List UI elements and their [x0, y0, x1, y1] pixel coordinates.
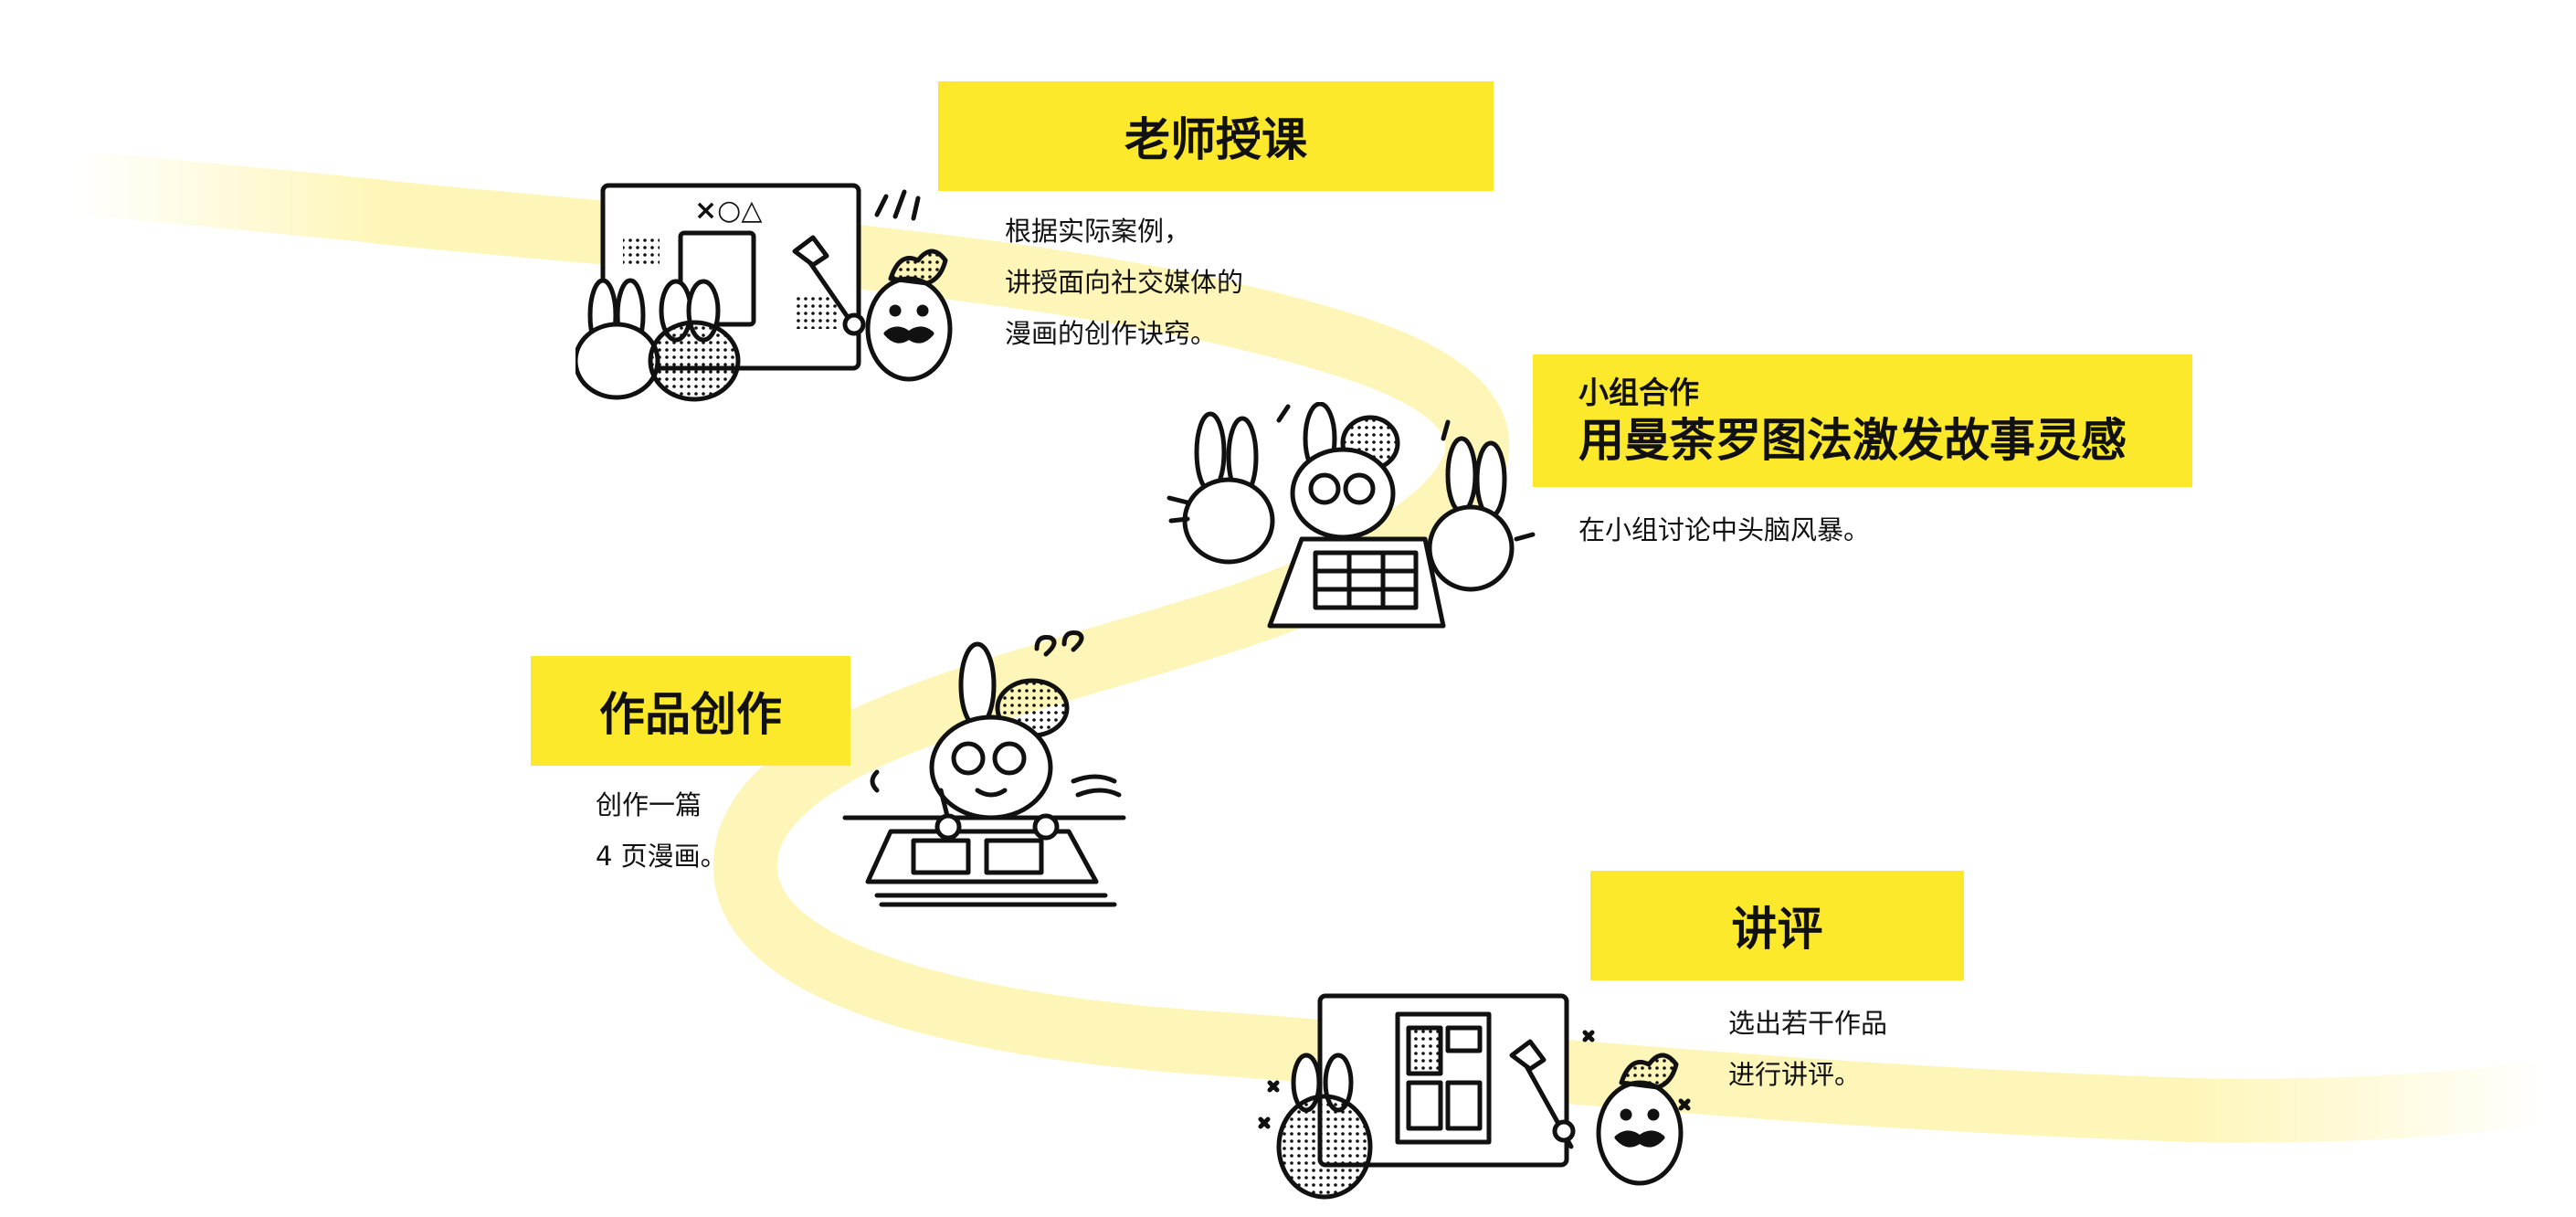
- step-1-line-1: 根据实际案例，: [1005, 216, 1191, 247]
- step-2-title-text: 用曼荼罗图法激发故事灵感: [1578, 413, 2127, 467]
- step-4-line-1: 选出若干作品: [1728, 1008, 1888, 1039]
- step-2-line-1: 在小组讨论中头脑风暴。: [1578, 514, 1871, 545]
- step-3-title: 作品创作: [531, 656, 850, 766]
- step-1-description: 根据实际案例， 讲授面向社交媒体的 漫画的创作诀窍。: [1005, 206, 1243, 359]
- step-4-title-text: 讲评: [1731, 903, 1823, 956]
- step-2-title: 小组合作 用曼荼罗图法激发故事灵感: [1533, 355, 2192, 487]
- step-3-description: 创作一篇 4 页漫画。: [596, 779, 727, 882]
- step-4-title: 讲评: [1590, 871, 1964, 980]
- step-1-line-2: 讲授面向社交媒体的: [1005, 267, 1244, 298]
- manga-creation-illustration: [840, 621, 1151, 923]
- teacher-lecture-illustration: ×○△: [575, 178, 968, 416]
- step-3-line-2: 4 页漫画。: [596, 841, 727, 872]
- step-2-description: 在小组讨论中头脑风暴。: [1578, 504, 1870, 556]
- step-4-description: 选出若干作品 进行讲评。: [1728, 998, 1887, 1100]
- step-4-line-2: 进行讲评。: [1728, 1059, 1862, 1090]
- step-2-subtitle: 小组合作: [1578, 374, 1699, 410]
- step-1-line-3: 漫画的创作诀窍。: [1005, 318, 1218, 349]
- step-3-title-text: 作品创作: [599, 688, 782, 741]
- board-symbols: ×○△: [694, 195, 762, 227]
- step-1-title-text: 老师授课: [1124, 113, 1307, 166]
- group-collaboration-illustration: [1151, 402, 1553, 649]
- step-3-line-1: 创作一篇: [596, 789, 702, 820]
- critique-illustration: [1251, 991, 1708, 1215]
- step-1-title: 老师授课: [938, 81, 1494, 191]
